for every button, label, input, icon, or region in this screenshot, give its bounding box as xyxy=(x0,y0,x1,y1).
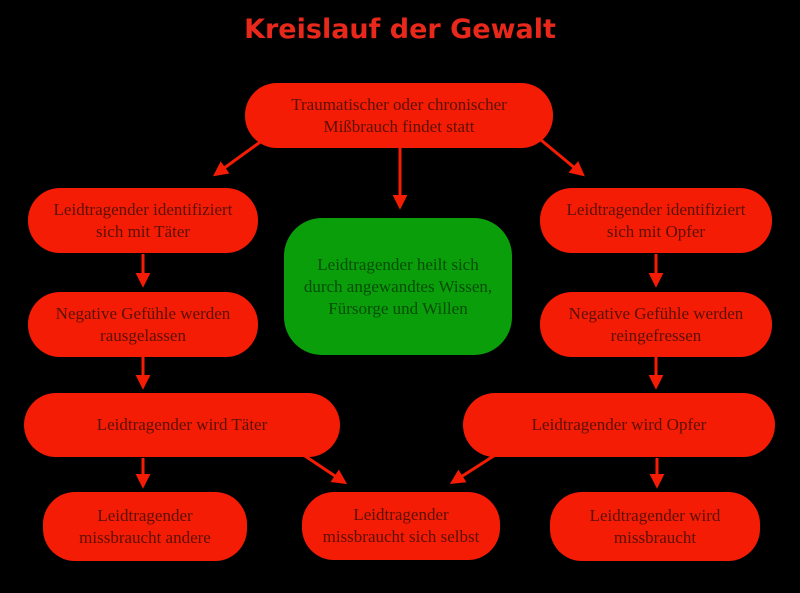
node-negativ-rein-label: Negative Gefühle werden reingefressen xyxy=(568,303,744,345)
node-missbraucht-andere-label: Leidtragender missbraucht andere xyxy=(79,505,211,547)
node-negativ-raus-label: Negative Gefühle werden rausgelassen xyxy=(55,303,231,345)
node-missbraucht-andere: Leidtragender missbraucht andere xyxy=(43,492,247,561)
arrow-trauma-to-ident-taeter xyxy=(212,138,264,177)
node-wird-taeter: Leidtragender wird Täter xyxy=(24,393,340,457)
node-heilt-label: Leidtragender heilt sich durch angewandt… xyxy=(303,254,493,318)
node-trauma-label: Traumatischer oder chronischer Mißbrauch… xyxy=(291,94,507,136)
node-trauma: Traumatischer oder chronischer Mißbrauch… xyxy=(245,83,553,148)
node-wird-taeter-label: Leidtragender wird Täter xyxy=(96,415,268,434)
node-negativ-raus: Negative Gefühle werden rausgelassen xyxy=(28,292,258,357)
node-wird-opfer-label: Leidtragender wird Opfer xyxy=(531,415,707,434)
node-ident-taeter: Leidtragender identifiziert sich mit Tät… xyxy=(28,188,258,253)
node-missbraucht-selbst: Leidtragender missbraucht sich selbst xyxy=(302,492,500,560)
node-wird-opfer: Leidtragender wird Opfer xyxy=(463,393,775,457)
node-missbraucht-selbst-label: Leidtragender missbraucht sich selbst xyxy=(322,505,480,546)
node-ident-taeter-label: Leidtragender identifiziert sich mit Tät… xyxy=(53,199,233,241)
diagram-title: Kreislauf der Gewalt xyxy=(244,14,556,45)
node-wird-missbraucht-label: Leidtragender wird missbraucht xyxy=(589,505,721,547)
node-ident-opfer-label: Leidtragender identifiziert sich mit Opf… xyxy=(566,199,746,241)
node-heilt: Leidtragender heilt sich durch angewandt… xyxy=(284,218,512,355)
node-negativ-rein: Negative Gefühle werden reingefressen xyxy=(540,292,772,357)
node-ident-opfer: Leidtragender identifiziert sich mit Opf… xyxy=(540,188,772,253)
node-wird-missbraucht: Leidtragender wird missbraucht xyxy=(550,492,760,561)
arrow-trauma-to-ident-opfer xyxy=(540,138,585,177)
